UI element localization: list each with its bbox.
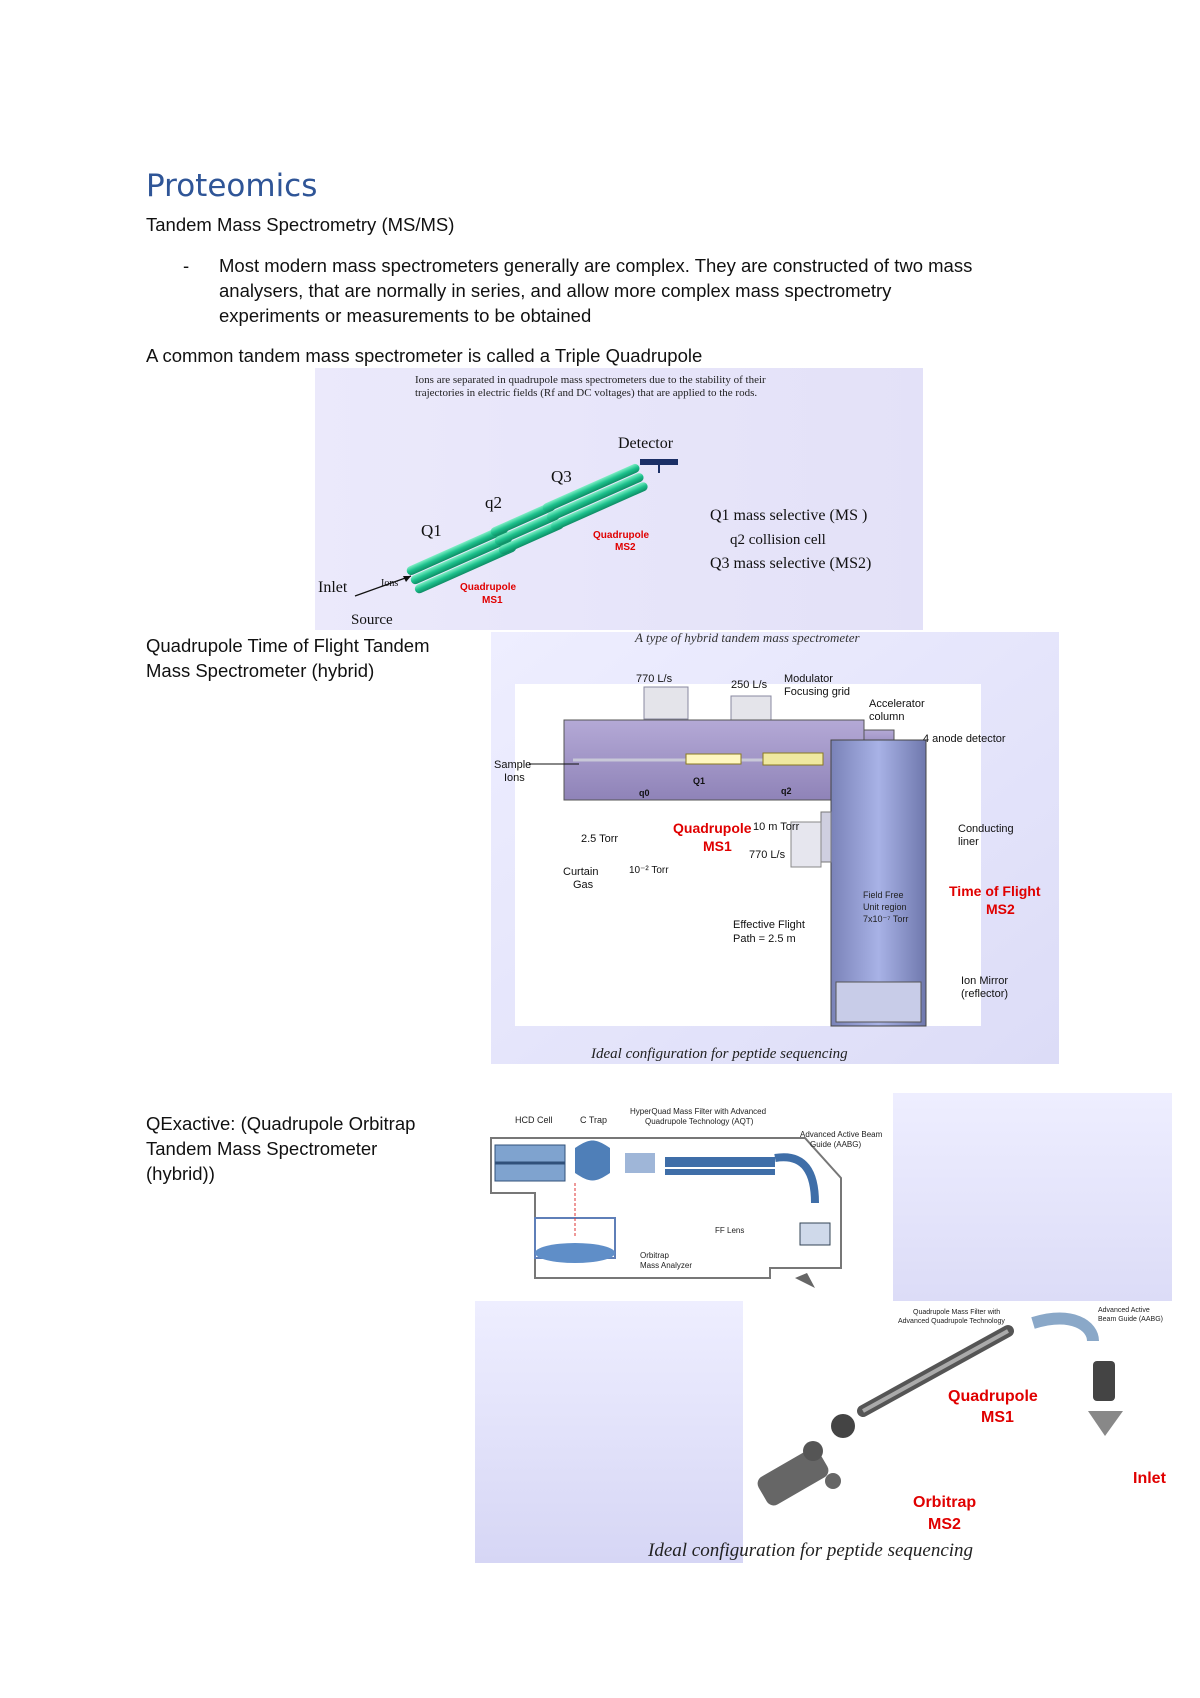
fig1-legend-2: q2 collision cell xyxy=(730,532,826,548)
fig1-quad-ms2-1: Quadrupole xyxy=(593,530,650,541)
fig2-flight-2: Path = 2.5 m xyxy=(733,933,796,945)
fig3-hyperquad-2: Quadrupole Technology (AQT) xyxy=(645,1117,754,1126)
bullet-line-3: experiments or measurements to be obtain… xyxy=(219,305,592,326)
q3-rods xyxy=(542,463,648,531)
fig4-footer: Ideal configuration for peptide sequenci… xyxy=(648,1540,974,1561)
fig3-ctrap: C Trap xyxy=(580,1115,607,1125)
fig1-header-2: trajectories in electric fields (Rf and … xyxy=(415,387,757,399)
fig2-flight-1: Effective Flight xyxy=(733,919,805,931)
fig2-conducting-2: liner xyxy=(958,836,979,848)
bullet-line-2: analysers, that are normally in series, … xyxy=(219,280,892,301)
page-title: Proteomics xyxy=(146,168,318,204)
qexactive-bg-left xyxy=(475,1301,743,1563)
intro-triple-quad: A common tandem mass spectrometer is cal… xyxy=(146,345,703,366)
fig1-quad-ms1-1: Quadrupole xyxy=(460,582,517,593)
fig1-detector-label: Detector xyxy=(618,435,674,452)
qexactive-bg-right xyxy=(893,1093,1172,1301)
fig4-orbitrap-ms2-2: MS2 xyxy=(928,1516,961,1533)
fig3-aabg-2: Guide (AABG) xyxy=(810,1140,861,1149)
qexactive-schematic: HCD Cell C Trap HyperQuad Mass Filter wi… xyxy=(475,1093,893,1301)
subtitle: Tandem Mass Spectrometry (MS/MS) xyxy=(146,214,455,235)
fig2-quad-ms1-2: MS1 xyxy=(703,838,732,854)
fig3-fflens: FF Lens xyxy=(715,1226,744,1235)
fig2-torr-e2: 10⁻² Torr xyxy=(629,865,669,876)
fig1-q2-label: q2 xyxy=(485,493,502,512)
fig3-aabg-1: Advanced Active Beam xyxy=(800,1130,883,1139)
fig2-field-free-1: Field Free xyxy=(863,890,904,900)
fig4-quadfilter-1: Quadrupole Mass Filter with xyxy=(913,1309,1000,1316)
fig2-anode: 4 anode detector xyxy=(923,733,1006,745)
fig2-accel-1: Accelerator xyxy=(869,698,925,710)
qtof-figure: A type of hybrid tandem mass spectromete… xyxy=(491,632,1059,1064)
fig4-aabg-2: Beam Guide (AABG) xyxy=(1098,1316,1163,1323)
fig2-curtain-1: Curtain xyxy=(563,866,598,878)
fig1-legend-1: Q1 mass selective (MS ) xyxy=(710,507,867,524)
q1-rods xyxy=(406,524,517,594)
fig2-modulator-2: Focusing grid xyxy=(784,686,850,698)
fig2-sample-1: Sample xyxy=(494,759,531,771)
fig2-pump2: 250 L/s xyxy=(731,679,768,691)
fig4-quad-ms1-2: MS1 xyxy=(981,1409,1014,1426)
fig2-torr25: 2.5 Torr xyxy=(581,833,618,845)
fig3-hcd: HCD Cell xyxy=(515,1115,553,1125)
fig1-header-1: Ions are separated in quadrupole mass sp… xyxy=(415,374,766,386)
fig2-pump1: 770 L/s xyxy=(636,673,673,685)
fig2-sample-2: Ions xyxy=(504,772,525,784)
fig2-mirror-2: (reflector) xyxy=(961,988,1008,1000)
fig2-q0: q0 xyxy=(639,788,650,798)
fig2-q2: q2 xyxy=(781,786,792,796)
bullet-line-1: Most modern mass spectrometers generally… xyxy=(219,255,973,276)
fig2-pump3: 770 L/s xyxy=(749,849,786,861)
fig2-tof-ms2-1: Time of Flight xyxy=(949,883,1041,899)
fig4-quad-ms1-1: Quadrupole xyxy=(948,1388,1038,1405)
qtof-caption-1: Quadrupole Time of Flight Tandem xyxy=(146,635,430,656)
fig3-orbitrap-1: Orbitrap xyxy=(640,1251,669,1260)
fig2-curtain-2: Gas xyxy=(573,879,594,891)
fig4-aabg-1: Advanced Active xyxy=(1098,1307,1150,1314)
fig4-quadfilter-2: Advanced Quadrupole Technology xyxy=(898,1318,1005,1325)
fig1-inlet-label: Inlet xyxy=(318,579,348,596)
fig1-source-label: Source xyxy=(351,612,393,628)
fig2-accel-2: column xyxy=(869,711,904,723)
fig3-orbitrap-2: Mass Analyzer xyxy=(640,1261,692,1270)
qtof-caption-2: Mass Spectrometer (hybrid) xyxy=(146,660,375,681)
fig4-orbitrap-ms2-1: Orbitrap xyxy=(913,1494,976,1511)
fig1-q1-label: Q1 xyxy=(421,521,442,540)
fig2-quad-ms1-1: Quadrupole xyxy=(673,820,752,836)
fig1-q3-label: Q3 xyxy=(551,467,572,486)
fig2-footer: Ideal configuration for peptide sequenci… xyxy=(590,1046,848,1062)
fig2-torr10m: 10 m Torr xyxy=(753,821,800,833)
qexactive-caption-1: QExactive: (Quadrupole Orbitrap xyxy=(146,1113,416,1134)
fig2-q1: Q1 xyxy=(693,776,705,786)
q2-rods xyxy=(490,502,564,555)
fig4-inlet: Inlet xyxy=(1133,1470,1167,1487)
fig2-tof-ms2-2: MS2 xyxy=(986,901,1015,917)
fig1-quad-ms2-2: MS2 xyxy=(615,542,636,553)
fig3-hyperquad-1: HyperQuad Mass Filter with Advanced xyxy=(630,1107,766,1116)
qexactive-caption-2: Tandem Mass Spectrometer xyxy=(146,1138,378,1159)
qexactive-caption-3: (hybrid)) xyxy=(146,1163,215,1184)
fig1-legend-3: Q3 mass selective (MS2) xyxy=(710,555,871,572)
triple-quad-figure: Ions are separated in quadrupole mass sp… xyxy=(315,368,923,630)
fig2-conducting-1: Conducting xyxy=(958,823,1014,835)
fig2-modulator-1: Modulator xyxy=(784,673,833,685)
fig2-mirror-1: Ion Mirror xyxy=(961,975,1008,987)
detector-plate xyxy=(640,459,678,465)
fig2-field-free-2: Unit region xyxy=(863,902,907,912)
bullet-marker: - xyxy=(183,255,190,276)
fig2-field-free-3: 7x10⁻⁷ Torr xyxy=(863,914,908,924)
fig1-quad-ms1-2: MS1 xyxy=(482,595,503,606)
fig2-header: A type of hybrid tandem mass spectromete… xyxy=(634,632,861,645)
qexactive-render: Quadrupole Mass Filter with Advanced Qua… xyxy=(743,1301,1172,1563)
